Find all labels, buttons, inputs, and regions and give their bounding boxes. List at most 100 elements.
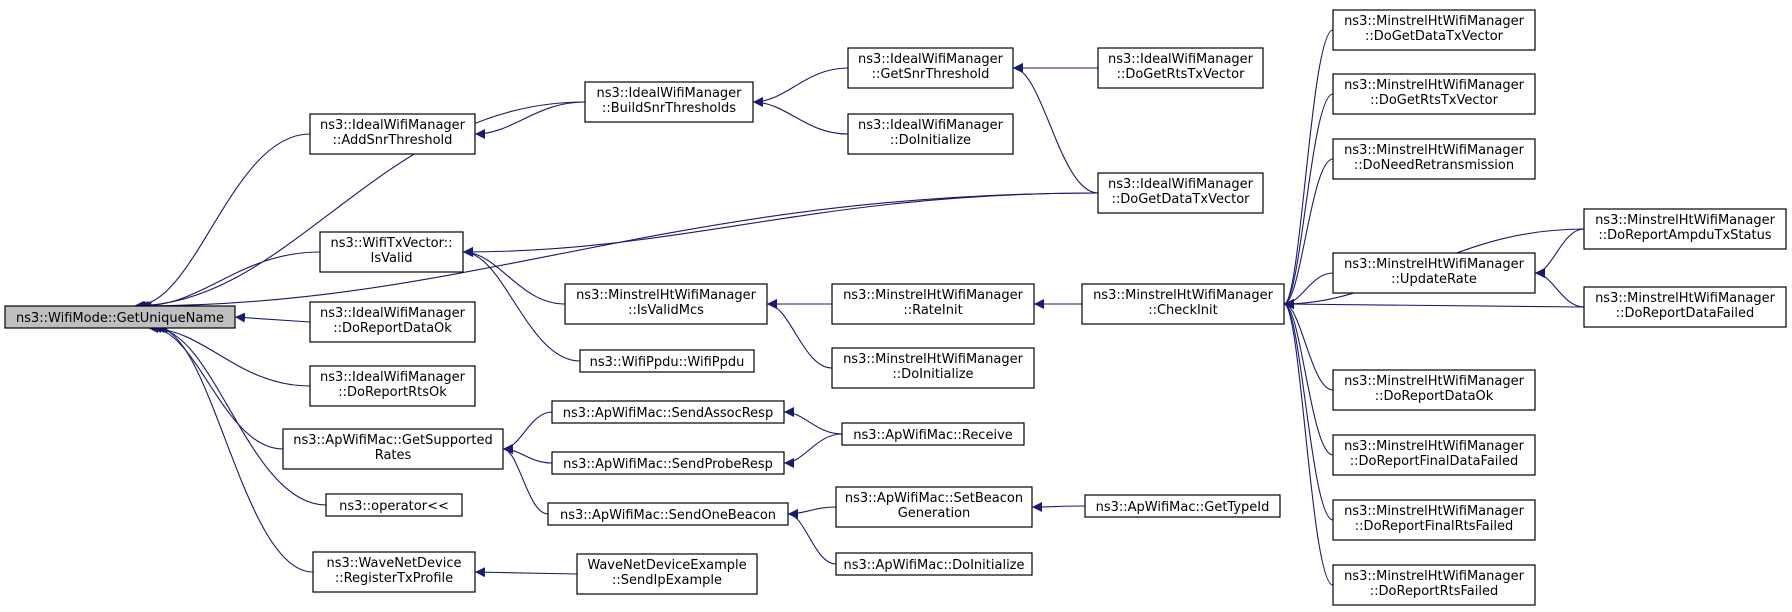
node-rateinit[interactable]: ns3::MinstrelHtWifiManager::RateInit <box>831 283 1035 325</box>
nodes: ns3::WifiMode::GetUniqueNamens3::IdealWi… <box>4 9 1787 606</box>
node-box <box>309 301 476 343</box>
node-label: ns3::IdealWifiManager <box>320 118 466 133</box>
node-mh_rtsfailed[interactable]: ns3::MinstrelHtWifiManager::DoReportRtsF… <box>1332 564 1536 606</box>
node-wave[interactable]: ns3::WaveNetDevice::RegisterTxProfile <box>312 551 476 593</box>
node-ideal_doinit[interactable]: ns3::IdealWifiManager::DoInitialize <box>847 113 1014 155</box>
node-ap_doinit[interactable]: ns3::ApWifiMac::DoInitialize <box>835 552 1033 576</box>
edge-root-ideal_rep_ok <box>234 312 311 323</box>
node-operator[interactable]: ns3::operator<< <box>325 493 463 517</box>
node-box <box>576 553 758 595</box>
node-label: ::DoReportFinalRtsFailed <box>1355 519 1513 534</box>
node-mh_getdata[interactable]: ns3::MinstrelHtWifiManager::DoGetDataTxV… <box>1332 9 1536 51</box>
edge-wave-waveex <box>474 567 578 578</box>
edge-root-ideal_data <box>138 192 1099 311</box>
node-box <box>4 305 236 329</box>
node-label: ns3::MinstrelHtWifiManager <box>1344 143 1525 158</box>
node-mh_update[interactable]: ns3::MinstrelHtWifiManager::UpdateRate <box>1332 252 1536 294</box>
node-label: ns3::IdealWifiManager <box>858 118 1004 133</box>
edge-getsnr-ideal_data <box>1012 63 1099 194</box>
node-box <box>1332 73 1536 115</box>
node-assoc[interactable]: ns3::ApWifiMac::SendAssocResp <box>551 400 785 424</box>
node-beacon[interactable]: ns3::ApWifiMac::SendOneBeacon <box>547 502 789 526</box>
node-mh_ampdu[interactable]: ns3::MinstrelHtWifiManager::DoReportAmpd… <box>1583 208 1787 250</box>
node-label: ::DoInitialize <box>890 133 971 148</box>
node-mh_datafailed[interactable]: ns3::MinstrelHtWifiManager::DoReportData… <box>1583 286 1787 328</box>
node-mh_finaldata[interactable]: ns3::MinstrelHtWifiManager::DoReportFina… <box>1332 434 1536 476</box>
node-buildsnr[interactable]: ns3::IdealWifiManager::BuildSnrThreshold… <box>584 81 754 123</box>
node-box <box>564 283 768 325</box>
node-label: ns3::MinstrelHtWifiManager <box>1344 14 1525 29</box>
edge-root-operator <box>154 323 327 506</box>
node-ppdu[interactable]: ns3::WifiPpdu::WifiPpdu <box>579 349 755 373</box>
node-isvalidmcs[interactable]: ns3::MinstrelHtWifiManager::IsValidMcs <box>564 283 768 325</box>
edge-checkinit-mh_rtsfailed <box>1283 299 1334 586</box>
node-ideal_rep_rts[interactable]: ns3::IdealWifiManager::DoReportRtsOk <box>309 365 476 407</box>
node-gettypeid[interactable]: ns3::ApWifiMac::GetTypeId <box>1084 494 1281 518</box>
node-label: ::BuildSnrThresholds <box>602 101 736 116</box>
node-label: ::DoInitialize <box>892 367 973 382</box>
edge-probe-receive <box>783 433 843 468</box>
node-mh_needretx[interactable]: ns3::MinstrelHtWifiManager::DoNeedRetran… <box>1332 138 1536 180</box>
edge-getsupported-assoc <box>502 411 553 454</box>
node-checkinit[interactable]: ns3::MinstrelHtWifiManager::CheckInit <box>1081 283 1285 325</box>
node-label: ::DoReportDataOk <box>1375 389 1494 404</box>
node-box <box>282 428 504 470</box>
edge-addsnr-buildsnr <box>474 101 586 139</box>
node-isvalid[interactable]: ns3::WifiTxVector::IsValid <box>319 231 464 273</box>
node-box <box>1097 172 1264 214</box>
node-getsnr[interactable]: ns3::IdealWifiManager::GetSnrThreshold <box>847 47 1014 89</box>
edge-getsupported-beacon <box>502 444 549 515</box>
node-label: ::DoReportDataFailed <box>1616 306 1755 321</box>
node-mh_finalrts[interactable]: ns3::MinstrelHtWifiManager::DoReportFina… <box>1332 499 1536 541</box>
edge-getsupported-probe <box>502 444 553 464</box>
node-label: ::DoReportRtsFailed <box>1370 584 1498 599</box>
node-label: ns3::ApWifiMac::DoInitialize <box>843 558 1024 573</box>
node-label: ns3::ApWifiMac::SendProbeResp <box>563 457 773 472</box>
edge-buildsnr-getsnr <box>752 67 849 107</box>
node-label: ns3::IdealWifiManager <box>596 86 742 101</box>
node-box <box>1332 9 1536 51</box>
node-label: ns3::MinstrelHtWifiManager <box>1344 569 1525 584</box>
node-box <box>309 113 476 155</box>
node-label: ns3::ApWifiMac::SendOneBeacon <box>560 508 776 523</box>
node-mh_getrts[interactable]: ns3::MinstrelHtWifiManager::DoGetRtsTxVe… <box>1332 73 1536 115</box>
edge-isvalid-isvalidmcs <box>462 247 566 305</box>
node-label: ns3::operator<< <box>339 499 449 514</box>
node-ideal_rep_ok[interactable]: ns3::IdealWifiManager::DoReportDataOk <box>309 301 476 343</box>
node-label: ns3::MinstrelHtWifiManager <box>1093 288 1274 303</box>
node-label: ::DoGetRtsTxVector <box>1370 93 1499 108</box>
node-probe[interactable]: ns3::ApWifiMac::SendProbeResp <box>551 451 785 475</box>
node-label: ns3::MinstrelHtWifiManager <box>1344 439 1525 454</box>
node-ideal_rts[interactable]: ns3::IdealWifiManager::DoGetRtsTxVector <box>1097 47 1264 89</box>
node-minstrel_doinit[interactable]: ns3::MinstrelHtWifiManager::DoInitialize <box>831 347 1035 389</box>
edge-isvalid-ideal_data <box>462 192 1099 257</box>
node-label: ::SendIpExample <box>612 573 722 588</box>
node-label: ::DoGetDataTxVector <box>1365 29 1504 44</box>
node-root[interactable]: ns3::WifiMode::GetUniqueName <box>4 305 236 329</box>
node-box <box>847 47 1014 89</box>
node-label: ::IsValidMcs <box>628 303 704 318</box>
edge-checkinit-mh_getdata <box>1283 29 1334 309</box>
edge-beacon-ap_doinit <box>787 509 837 565</box>
node-box <box>1332 138 1536 180</box>
node-box <box>325 493 463 517</box>
node-label: ::CheckInit <box>1148 303 1218 318</box>
node-addsnr[interactable]: ns3::IdealWifiManager::AddSnrThreshold <box>309 113 476 155</box>
node-waveex[interactable]: WaveNetDeviceExample::SendIpExample <box>576 553 758 595</box>
node-label: ::DoGetDataTxVector <box>1112 192 1251 207</box>
node-receive[interactable]: ns3::ApWifiMac::Receive <box>841 422 1025 446</box>
edge-root-isvalid <box>141 251 321 311</box>
node-ideal_data[interactable]: ns3::IdealWifiManager::DoGetDataTxVector <box>1097 172 1264 214</box>
node-box <box>309 365 476 407</box>
node-box <box>831 347 1035 389</box>
node-label: ns3::MinstrelHtWifiManager <box>1344 504 1525 519</box>
node-box <box>584 81 754 123</box>
node-label: Generation <box>898 506 971 521</box>
edge-mh_update-mh_datafailed <box>1534 268 1585 308</box>
node-mh_repdataok[interactable]: ns3::MinstrelHtWifiManager::DoReportData… <box>1332 369 1536 411</box>
node-box <box>1332 499 1536 541</box>
node-label: ns3::WifiMode::GetUniqueName <box>16 311 224 326</box>
node-label: ns3::MinstrelHtWifiManager <box>1344 257 1525 272</box>
